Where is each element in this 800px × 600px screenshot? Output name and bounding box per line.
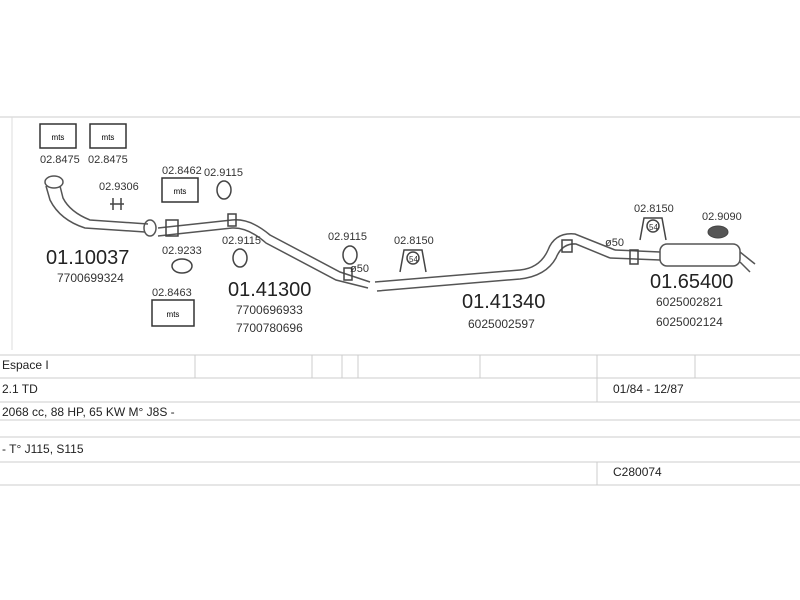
clamp-box-icon: mts <box>89 123 127 149</box>
vehicle-type: - T° J115, S115 <box>2 442 84 456</box>
part-code: 02.8150 <box>634 203 674 215</box>
part-code: 02.9306 <box>99 181 139 193</box>
part-code: 02.9233 <box>162 245 202 257</box>
clamp-box-icon: mts <box>161 177 199 203</box>
middle-pipe-oem-2: 7700780696 <box>236 321 303 335</box>
middle-pipe-oem-1: 7700696933 <box>236 303 303 317</box>
part-code: 02.8150 <box>394 235 434 247</box>
vehicle-years: 01/84 - 12/87 <box>613 382 684 396</box>
front-pipe-oem: 7700699324 <box>57 271 124 285</box>
clamp-box-icon: mts <box>39 123 77 149</box>
middle-pipe-code: 01.41300 <box>228 279 311 301</box>
front-pipe <box>44 175 157 237</box>
bolt-icon <box>110 198 124 210</box>
vehicle-model: Espace I <box>2 358 49 372</box>
hanger-size: 54 <box>649 223 658 232</box>
ring-clamp-icon <box>342 245 358 265</box>
part-code: 02.9115 <box>328 231 367 243</box>
pipe-clamp-icon <box>165 213 639 281</box>
svg-text:mts: mts <box>102 133 115 142</box>
middle-pipe <box>157 219 371 289</box>
part-code: 02.9115 <box>204 167 243 179</box>
diameter-label: ø50 <box>350 263 369 275</box>
diameter-label: ø50 <box>605 237 624 249</box>
front-pipe-code: 01.10037 <box>46 247 129 269</box>
svg-text:mts: mts <box>167 310 180 319</box>
rubber-hanger-icon <box>639 217 667 241</box>
ring-clamp-icon <box>216 180 232 200</box>
center-pipe-code: 01.41340 <box>462 291 545 313</box>
rubber-hanger-icon <box>399 249 427 273</box>
diagram-ref: C280074 <box>613 465 662 479</box>
rear-silencer-oem-1: 6025002821 <box>656 295 723 309</box>
svg-text:mts: mts <box>174 187 187 196</box>
center-pipe-oem: 6025002597 <box>468 317 535 331</box>
part-code: 02.8462 <box>162 165 202 177</box>
ring-clamp-icon <box>232 248 248 268</box>
clamp-box-icon: mts <box>151 299 195 327</box>
part-code: 02.8475 <box>40 154 80 166</box>
part-code: 02.8475 <box>88 154 128 166</box>
rear-silencer-oem-2: 6025002124 <box>656 315 723 329</box>
spec-table-grid <box>0 354 800 486</box>
part-code: 02.9115 <box>222 235 261 247</box>
vehicle-spec: 2068 cc, 88 HP, 65 KW M° J8S - <box>2 405 175 419</box>
vehicle-engine: 2.1 TD <box>2 382 38 396</box>
center-pipe <box>374 233 616 292</box>
rear-silencer-code: 01.65400 <box>650 271 733 293</box>
rubber-hanger-icon <box>707 225 729 239</box>
svg-text:mts: mts <box>52 133 65 142</box>
part-code: 02.9090 <box>702 211 742 223</box>
ring-clamp-icon <box>171 258 193 274</box>
part-code: 02.8463 <box>152 287 192 299</box>
rear-silencer <box>609 243 756 273</box>
hanger-size: 54 <box>409 255 418 264</box>
